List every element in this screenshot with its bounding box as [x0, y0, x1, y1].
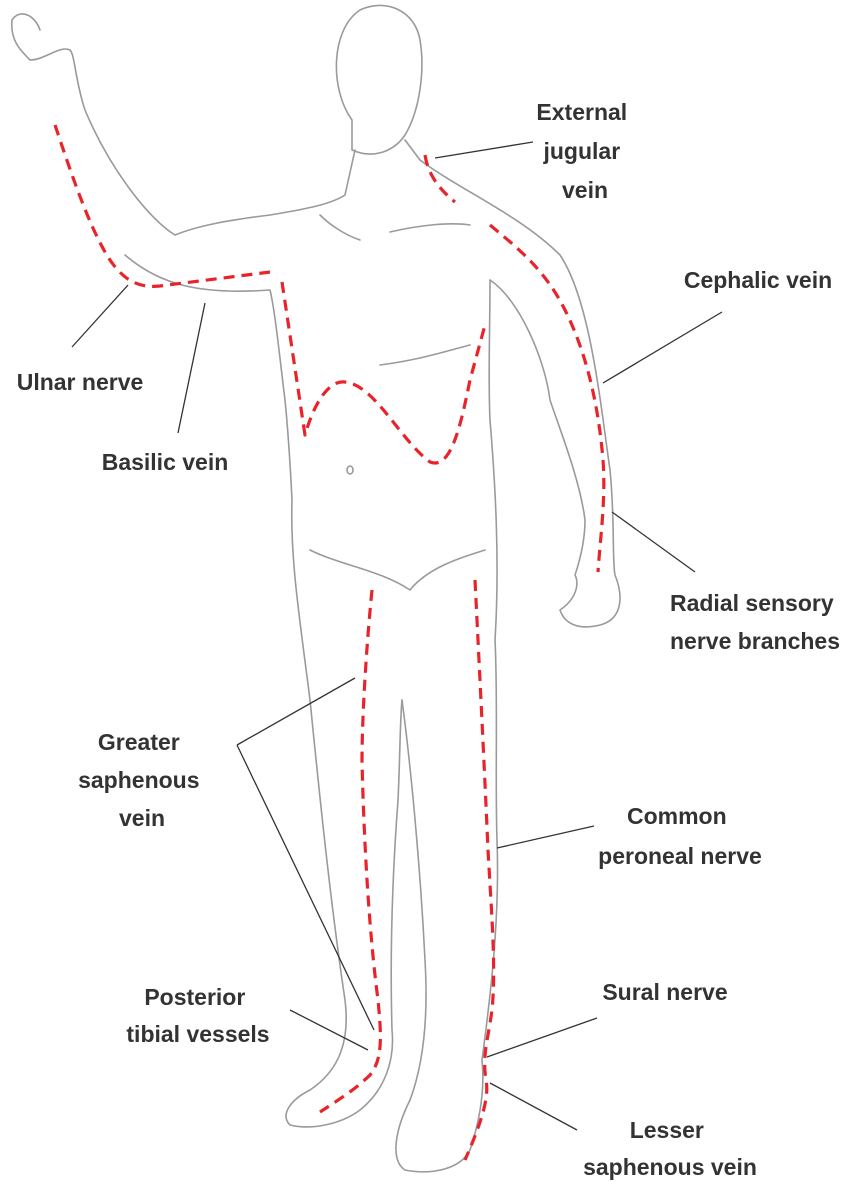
- labels: External jugular vein Cephalic vein Ulna…: [17, 99, 840, 1180]
- body-outline: [10, 4, 621, 1173]
- basilic-torso-path: [280, 281, 487, 465]
- label-sural-nerve: Sural nerve: [602, 979, 727, 1005]
- label-basilic-vein: Basilic vein: [102, 449, 229, 475]
- leader-lines: [71, 141, 723, 1131]
- pathways: [53, 124, 606, 1161]
- label-lesser-saphenous-vein: Lesser saphenous vein: [583, 1117, 757, 1180]
- peroneal-sural-lesser-path: [463, 579, 496, 1161]
- label-radial-sensory-nerve-branches: Radial sensory nerve branches: [670, 590, 840, 654]
- cephalic-vein-path: [488, 223, 606, 573]
- greater-saphenous-vein-path: [319, 589, 382, 1114]
- external-jugular-vein-path: [423, 154, 456, 204]
- label-ulnar-nerve: Ulnar nerve: [17, 369, 144, 395]
- label-greater-saphenous-vein: Greater saphenous vein: [78, 729, 206, 831]
- label-external-jugular-vein: External jugular vein: [536, 99, 633, 203]
- label-posterior-tibial-vessels: Posterior tibial vessels: [126, 984, 269, 1047]
- label-common-peroneal-nerve: Common peroneal nerve: [598, 803, 762, 869]
- label-cephalic-vein: Cephalic vein: [684, 267, 832, 293]
- ulnar-nerve-path: [53, 124, 271, 288]
